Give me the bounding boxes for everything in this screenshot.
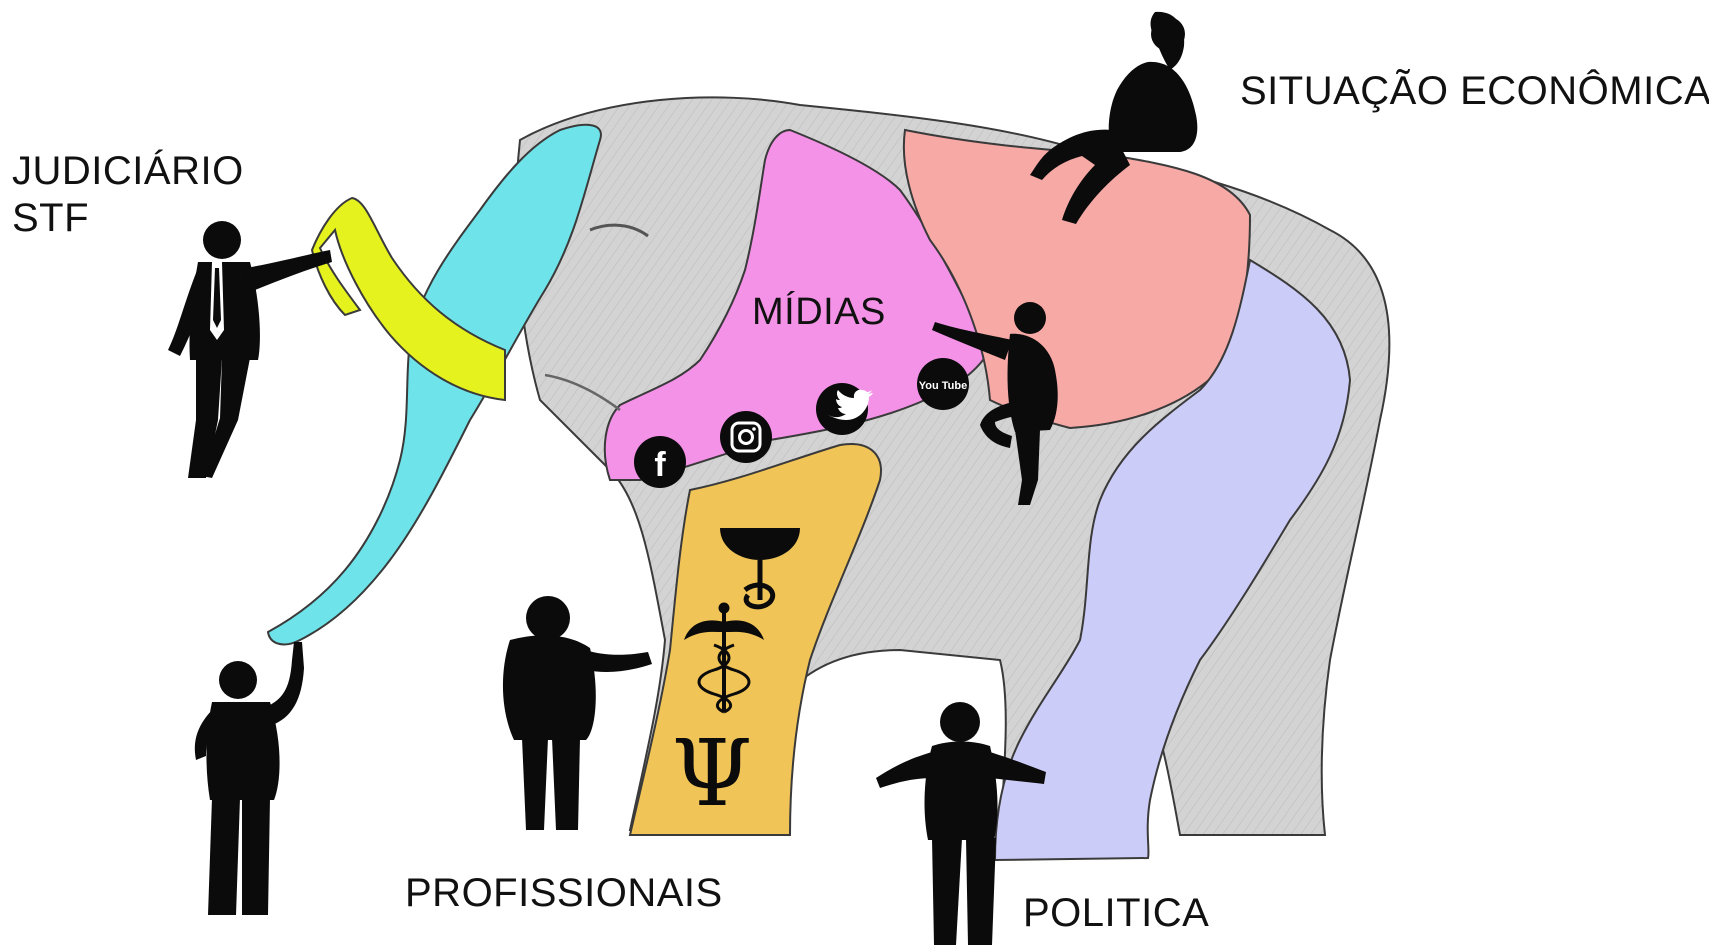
- person-pointing-silhouette: [195, 642, 304, 915]
- instagram-icon: [720, 411, 772, 463]
- label-politica: POLITICA: [1023, 890, 1209, 937]
- psi-icon: Ψ: [672, 720, 753, 827]
- label-judiciario-line2: STF: [12, 195, 244, 242]
- label-situacao-economica: SITUAÇÃO ECONÔMICA: [1240, 68, 1709, 115]
- label-midias: MÍDIAS: [752, 290, 886, 335]
- person-judiciario-silhouette: [168, 221, 332, 478]
- label-judiciario-line1: JUDICIÁRIO: [12, 148, 244, 195]
- person-profissionais-silhouette: [503, 596, 652, 830]
- label-profissionais: PROFISSIONAIS: [405, 870, 723, 917]
- youtube-icon: You Tube: [917, 358, 969, 410]
- facebook-icon: f: [634, 436, 686, 488]
- label-judiciario: JUDICIÁRIO STF: [12, 148, 244, 242]
- youtube-glyph: You Tube: [919, 380, 967, 392]
- facebook-glyph: f: [654, 446, 666, 484]
